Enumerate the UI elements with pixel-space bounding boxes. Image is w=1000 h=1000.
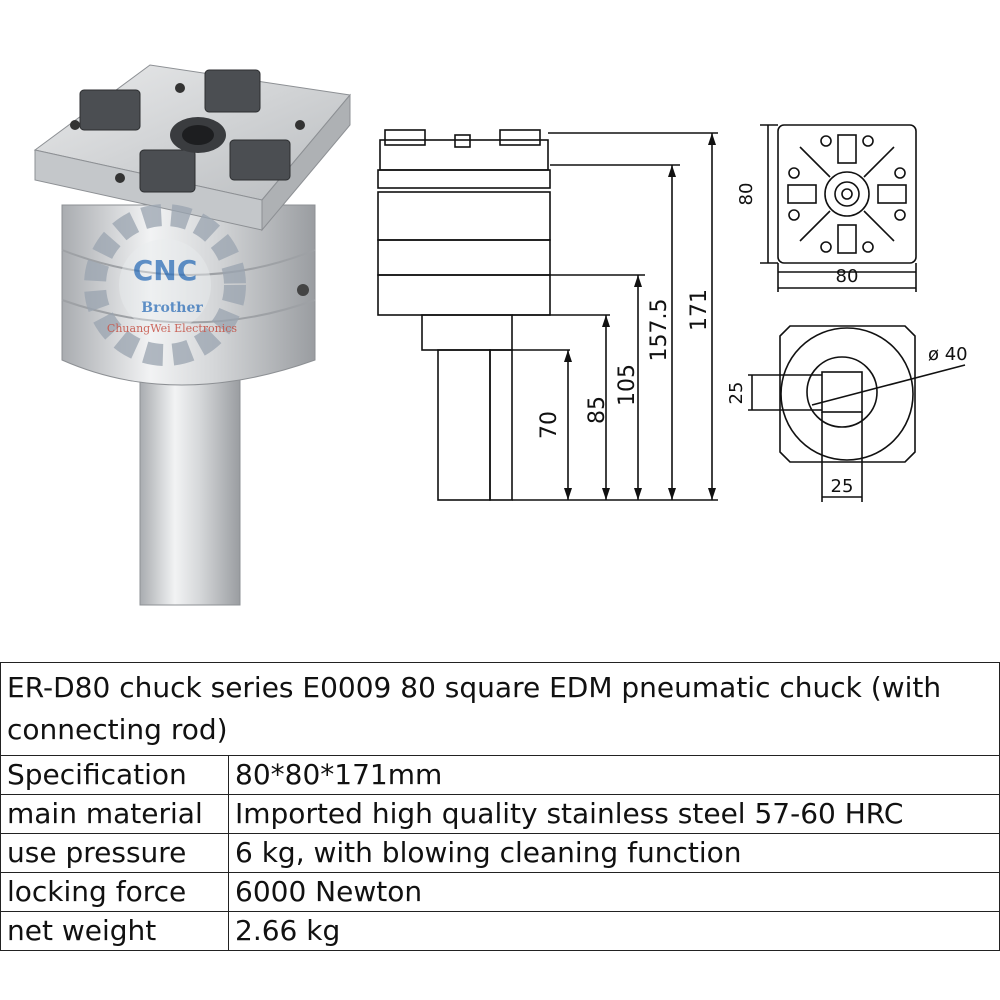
table-row: net weight 2.66 kg xyxy=(0,911,1000,951)
spec-table: ER-D80 chuck series E0009 80 square EDM … xyxy=(0,662,1000,951)
dim-top-width: 80 xyxy=(836,266,859,287)
product-photo: CNC Brother ChuangWei Electronics xyxy=(33,64,351,606)
dim-105: 105 xyxy=(615,364,640,406)
dim-157-5: 157.5 xyxy=(647,299,672,362)
spec-label: Specification xyxy=(0,755,229,795)
dim-bottom-vertical: 25 xyxy=(726,382,747,405)
watermark-logo: CNC Brother ChuangWei Electronics xyxy=(84,204,246,366)
spec-value: 80*80*171mm xyxy=(228,755,1000,795)
spec-value: 2.66 kg xyxy=(228,911,1000,951)
watermark-company: ChuangWei Electronics xyxy=(107,322,237,335)
spec-value: 6 kg, with blowing cleaning function xyxy=(228,833,1000,873)
table-row: use pressure 6 kg, with blowing cleaning… xyxy=(0,833,1000,873)
watermark-brand: CNC xyxy=(133,254,198,287)
dim-171: 171 xyxy=(687,289,712,331)
dim-diameter: ø 40 xyxy=(928,344,968,365)
dim-bottom-horizontal: 25 xyxy=(831,476,854,497)
table-row: locking force 6000 Newton xyxy=(0,872,1000,912)
dim-70: 70 xyxy=(537,411,562,439)
table-row: ER-D80 chuck series E0009 80 square EDM … xyxy=(0,662,1000,756)
spec-value: 6000 Newton xyxy=(228,872,1000,912)
dim-85: 85 xyxy=(585,396,610,424)
spec-title: ER-D80 chuck series E0009 80 square EDM … xyxy=(0,662,1000,756)
spec-value: Imported high quality stainless steel 57… xyxy=(228,794,1000,834)
watermark-name: Brother xyxy=(141,300,203,316)
table-row: Specification 80*80*171mm xyxy=(0,755,1000,795)
spec-label: net weight xyxy=(0,911,229,951)
technical-drawing: 70 85 105 157.5 171 80 80 xyxy=(377,124,968,502)
dim-top-height: 80 xyxy=(736,183,757,206)
spec-label: use pressure xyxy=(0,833,229,873)
table-row: main material Imported high quality stai… xyxy=(0,794,1000,834)
spec-label: main material xyxy=(0,794,229,834)
spec-label: locking force xyxy=(0,872,229,912)
